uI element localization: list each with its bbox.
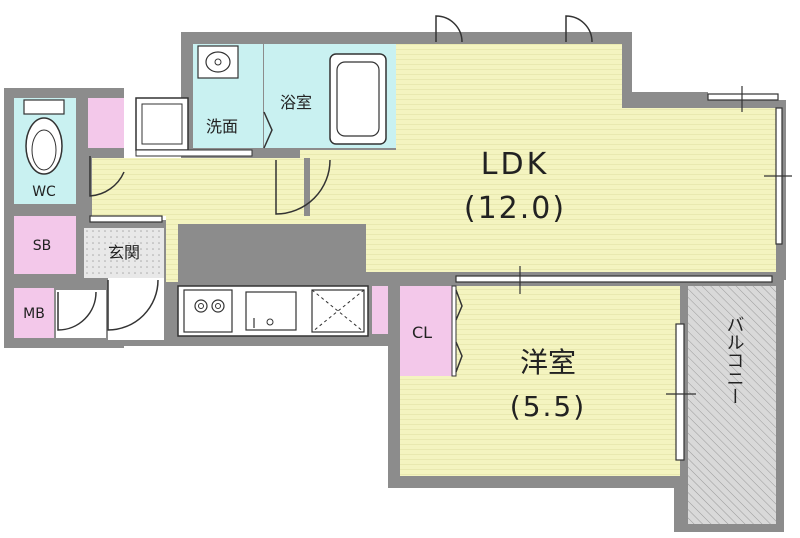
bathroom-label: 浴室	[280, 93, 312, 112]
hallway-floor	[92, 158, 304, 216]
ldk-size: (12.0)	[464, 191, 566, 226]
wash-basin	[197, 45, 239, 79]
western-label: 洋室	[520, 346, 576, 379]
closet-label: CL	[412, 323, 432, 342]
western-size: (5.5)	[510, 390, 586, 423]
wc-label: WC	[32, 184, 56, 200]
ldk-label: LDK	[481, 147, 550, 182]
ldk-floor	[166, 44, 776, 282]
shoe-box	[14, 216, 76, 274]
balcony-label: バルコニー	[724, 315, 745, 405]
mb-label: MB	[23, 306, 45, 322]
toilet-tank	[23, 99, 65, 115]
pantry	[372, 286, 388, 334]
washer-pan	[135, 97, 189, 151]
closet	[400, 286, 452, 376]
toilet-bowl	[25, 117, 63, 175]
entrance-floor	[84, 228, 164, 278]
sb-label: SB	[33, 238, 52, 254]
washroom-label: 洗面	[206, 117, 238, 136]
meter-box	[14, 288, 54, 338]
window-marks	[89, 86, 792, 461]
stove	[183, 289, 233, 333]
entrance-label: 玄関	[108, 243, 140, 262]
linen-storage	[88, 98, 124, 148]
doors	[57, 15, 593, 373]
